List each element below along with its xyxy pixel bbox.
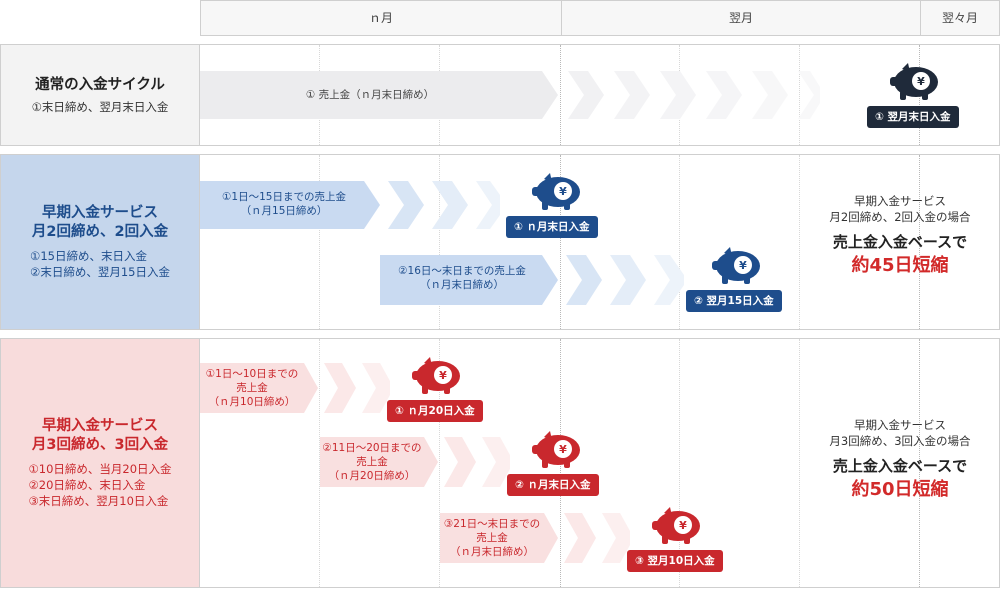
- twice-note-line3: 売上金入金ベースで: [832, 233, 968, 251]
- svg-text:¥: ¥: [917, 75, 925, 88]
- sales-arrow-1-line3: （ｎ月10日締め）: [208, 396, 296, 408]
- sales-arrow-2-label: ②16日〜末日までの売上金 （ｎ月末日締め）: [384, 264, 540, 292]
- gridline: [679, 155, 680, 329]
- piggy-bank-yen-icon: ¥: [712, 247, 760, 284]
- header-next-month: 翌月: [728, 11, 753, 25]
- twice-note-line2: 月2回締め、2回入金の場合: [829, 210, 971, 224]
- svg-text:¥: ¥: [439, 369, 447, 382]
- piggy-bank-yen-icon: ¥: [652, 507, 700, 544]
- gridline: [799, 339, 800, 587]
- sales-arrow: [200, 71, 820, 119]
- svg-text:¥: ¥: [739, 259, 747, 272]
- gridline: [560, 45, 561, 145]
- header-divider: [561, 1, 562, 35]
- sales-arrow-1-line1: ①1日〜10日までの: [205, 368, 299, 380]
- sales-arrow-2-label: ②11日〜20日までの 売上金 （ｎ月20日締め）: [320, 441, 424, 483]
- sales-arrow-1: [200, 181, 500, 229]
- thrice-benefit-note: 早期入金サービス 月3回締め、3回入金の場合 売上金入金ベースで 約50日短縮: [800, 417, 999, 503]
- gridline: [439, 339, 440, 587]
- sales-arrow-2-line2: 売上金: [356, 456, 388, 468]
- piggy-bank-yen-icon: ¥: [532, 173, 580, 210]
- thrice-subtitles: ①10日締め、当月20日入金 ②20日締め、末日入金 ③末日締め、翌月10日入金: [28, 461, 171, 509]
- thrice-note-line3: 売上金入金ベースで: [832, 457, 968, 475]
- thrice-note-highlight: 約50日短縮: [851, 479, 949, 500]
- payout-badge-thrice-2: ② ｎ月末日入金: [507, 474, 599, 496]
- thrice-title-2: 月3回締め、3回入金: [31, 437, 169, 453]
- gridline: [319, 339, 320, 587]
- sales-arrow-2-line2: （ｎ月末日締め）: [420, 279, 504, 291]
- twice-label: 早期入金サービス 月2回締め、2回入金 ①15日締め、末日入金 ②末日締め、翌月…: [0, 154, 200, 330]
- header-month-after-next: 翌々月: [941, 11, 978, 25]
- piggy-bank-yen-icon: ¥: [412, 357, 460, 394]
- section-normal-cycle: 通常の入金サイクル ①末日締め、翌月末日入金 ① 売上金（ｎ月末日締め） ¥: [0, 44, 1000, 146]
- gridline: [679, 339, 680, 587]
- sales-arrow-2-line3: （ｎ月20日締め）: [328, 470, 416, 482]
- header-divider: [920, 1, 921, 35]
- svg-text:¥: ¥: [559, 443, 567, 456]
- timeline-header: ｎ月 翌月 翌々月: [200, 0, 1000, 36]
- sales-arrow-2: [380, 255, 684, 305]
- twice-title-2: 月2回締め、2回入金: [31, 224, 169, 240]
- sales-arrow-3-line2: 売上金: [476, 532, 508, 544]
- section-twice-monthly: 早期入金サービス 月2回締め、2回入金 ①15日締め、末日入金 ②末日締め、翌月…: [0, 154, 1000, 330]
- sales-arrow-1-line2: 売上金: [236, 382, 268, 394]
- sales-arrow-3-line3: （ｎ月末日締め）: [450, 546, 534, 558]
- thrice-timeline: ①1日〜10日までの 売上金 （ｎ月10日締め） ¥ ① ｎ月20日入金 ②11…: [200, 338, 1000, 588]
- svg-text:¥: ¥: [559, 185, 567, 198]
- gridline: [919, 155, 920, 329]
- twice-benefit-note: 早期入金サービス 月2回締め、2回入金の場合 売上金入金ベースで 約45日短縮: [800, 193, 999, 279]
- normal-timeline: ① 売上金（ｎ月末日締め） ¥ ① 翌月末日入金: [200, 44, 1000, 146]
- gridline: [439, 155, 440, 329]
- sales-arrow-1-label: ①1日〜10日までの 売上金 （ｎ月10日締め）: [200, 367, 304, 409]
- thrice-note-line2: 月3回締め、3回入金の場合: [829, 434, 971, 448]
- twice-sub-2: ②末日締め、翌月15日入金: [30, 265, 170, 279]
- sales-arrow-2-line1: ②16日〜末日までの売上金: [398, 265, 526, 277]
- thrice-sub-1: ①10日締め、当月20日入金: [28, 462, 172, 476]
- thrice-title-1: 早期入金サービス: [42, 418, 158, 434]
- sales-arrow-label: ① 売上金（ｎ月末日締め）: [305, 89, 435, 101]
- section-thrice-monthly: 早期入金サービス 月3回締め、3回入金 ①10日締め、当月20日入金 ②20日締…: [0, 338, 1000, 588]
- payout-badge-thrice-3: ③ 翌月10日入金: [627, 550, 723, 572]
- thrice-sub-2: ②20日締め、末日入金: [28, 478, 146, 492]
- twice-title-1: 早期入金サービス: [42, 205, 158, 221]
- gridline: [919, 339, 920, 587]
- gridline: [799, 45, 800, 145]
- sales-arrow-2: [320, 437, 510, 487]
- thrice-note-line1: 早期入金サービス: [854, 418, 946, 432]
- sales-arrow-3-label: ③21日〜末日までの 売上金 （ｎ月末日締め）: [440, 517, 544, 559]
- gridline: [560, 155, 561, 329]
- twice-note-line1: 早期入金サービス: [854, 194, 946, 208]
- thrice-label: 早期入金サービス 月3回締め、3回入金 ①10日締め、当月20日入金 ②20日締…: [0, 338, 200, 588]
- sales-arrow-1-label: ①1日〜15日までの売上金 （ｎ月15日締め）: [206, 190, 362, 218]
- gridline: [319, 155, 320, 329]
- svg-text:¥: ¥: [679, 519, 687, 532]
- sales-arrow-1: [200, 363, 390, 413]
- normal-label: 通常の入金サイクル ①末日締め、翌月末日入金: [0, 44, 200, 146]
- payout-badge-thrice-1: ① ｎ月20日入金: [387, 400, 483, 422]
- thrice-sub-3: ③末日締め、翌月10日入金: [28, 494, 169, 508]
- normal-title: 通常の入金サイクル: [35, 76, 165, 93]
- twice-timeline: ①1日〜15日までの売上金 （ｎ月15日締め） ¥ ① ｎ月末日入金 ②16日〜…: [200, 154, 1000, 330]
- sales-arrow-1-line2: （ｎ月15日締め）: [240, 205, 328, 217]
- twice-note-highlight: 約45日短縮: [851, 255, 949, 276]
- sales-arrow-2-line1: ②11日〜20日までの: [322, 442, 422, 454]
- payout-badge-twice-2: ② 翌月15日入金: [686, 290, 782, 312]
- twice-subtitles: ①15日締め、末日入金 ②末日締め、翌月15日入金: [30, 248, 170, 280]
- piggy-bank-yen-icon: ¥: [532, 431, 580, 468]
- normal-subtitle: ①末日締め、翌月末日入金: [31, 99, 169, 114]
- sales-arrow-1-line1: ①1日〜15日までの売上金: [222, 191, 346, 203]
- payout-badge-normal: ① 翌月末日入金: [867, 106, 959, 128]
- gridline: [799, 155, 800, 329]
- sales-arrow-3: [440, 513, 630, 563]
- piggy-bank-yen-icon: ¥: [890, 63, 938, 100]
- header-month-n: ｎ月: [368, 11, 393, 25]
- twice-sub-1: ①15日締め、末日入金: [30, 249, 147, 263]
- sales-arrow-3-line1: ③21日〜末日までの: [443, 518, 541, 530]
- payout-badge-twice-1: ① ｎ月末日入金: [506, 216, 598, 238]
